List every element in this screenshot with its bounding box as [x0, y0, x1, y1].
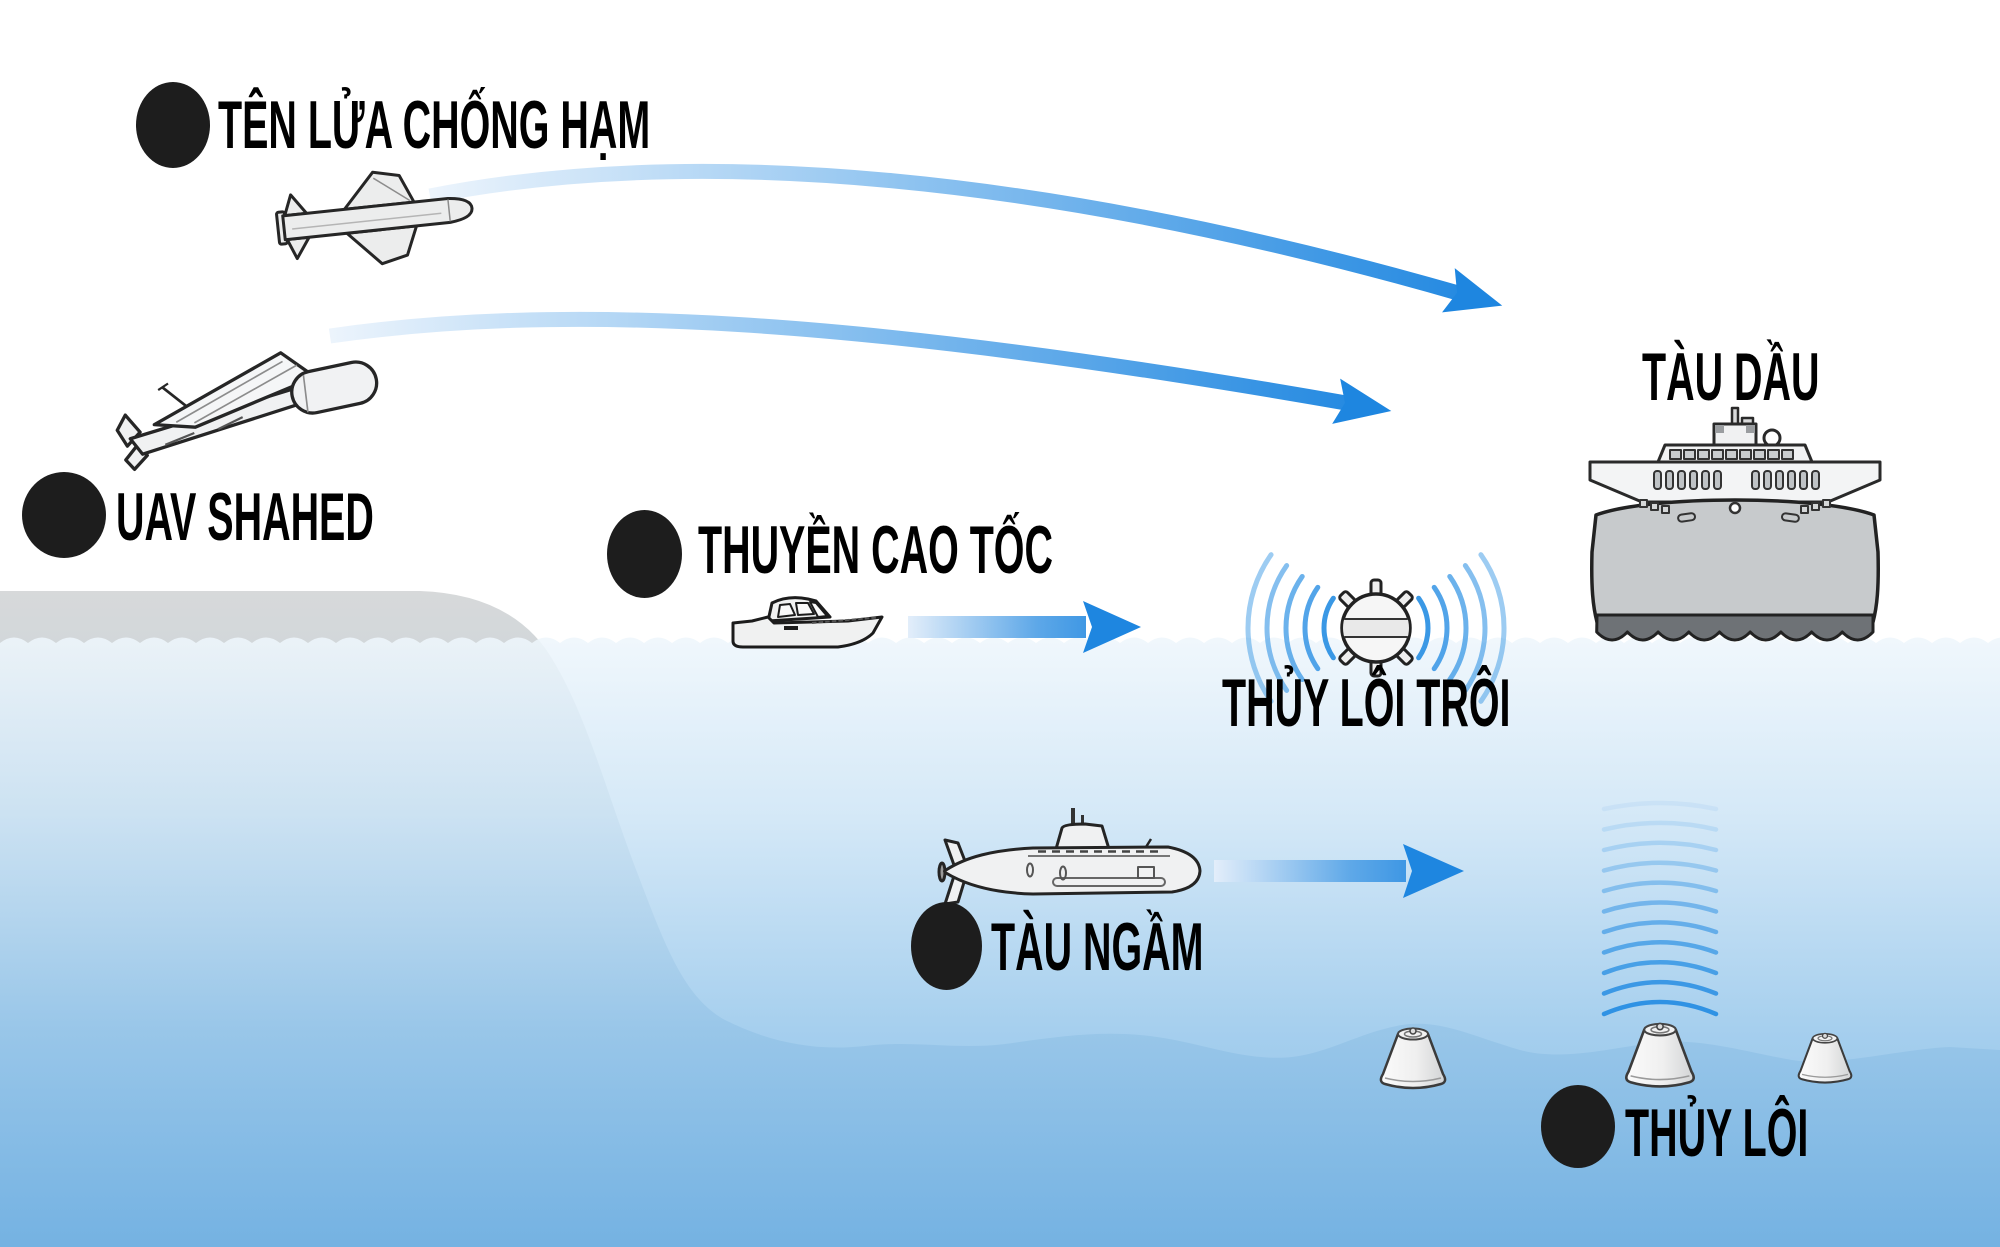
speedboat-bullet	[607, 510, 682, 598]
anti-ship-missile-label: TÊN LỬA CHỐNG HẠM	[218, 87, 651, 163]
missile-icon	[275, 170, 474, 266]
floating-mine-icon	[1338, 578, 1414, 678]
speedboat-label: THUYỀN CAO TỐC	[698, 512, 1053, 588]
speedboat-direction-arrow	[908, 601, 1141, 653]
uav-shahed-label: UAV SHAHED	[116, 479, 374, 555]
submarine-direction-arrow	[1214, 844, 1464, 898]
seabed-mine-sonar-waves	[1601, 800, 1719, 1017]
seabed-mine-label: THỦY LÔI	[1625, 1095, 1809, 1171]
oil-tanker-label: TÀU DẦU	[1642, 339, 1820, 415]
seabed-mine-bullet	[1541, 1085, 1615, 1168]
speedboat-icon	[731, 596, 884, 649]
uav-shahed-icon	[115, 351, 379, 471]
uav-trajectory-arrow	[328, 311, 1392, 424]
drifting-mine-label: THỦY LÔI TRÔI	[1222, 665, 1511, 741]
submarine-icon	[937, 808, 1202, 906]
oil-tanker-icon	[1588, 406, 1882, 642]
missile-trajectory-arrow	[428, 163, 1503, 313]
submarine-label: TÀU NGẦM	[991, 909, 1204, 985]
drifting-mine-sonar-waves	[1245, 552, 1507, 704]
submarine-bullet	[911, 902, 982, 990]
sea-water	[0, 637, 2000, 1247]
missile-bullet	[136, 82, 210, 168]
uav-bullet	[22, 472, 106, 558]
